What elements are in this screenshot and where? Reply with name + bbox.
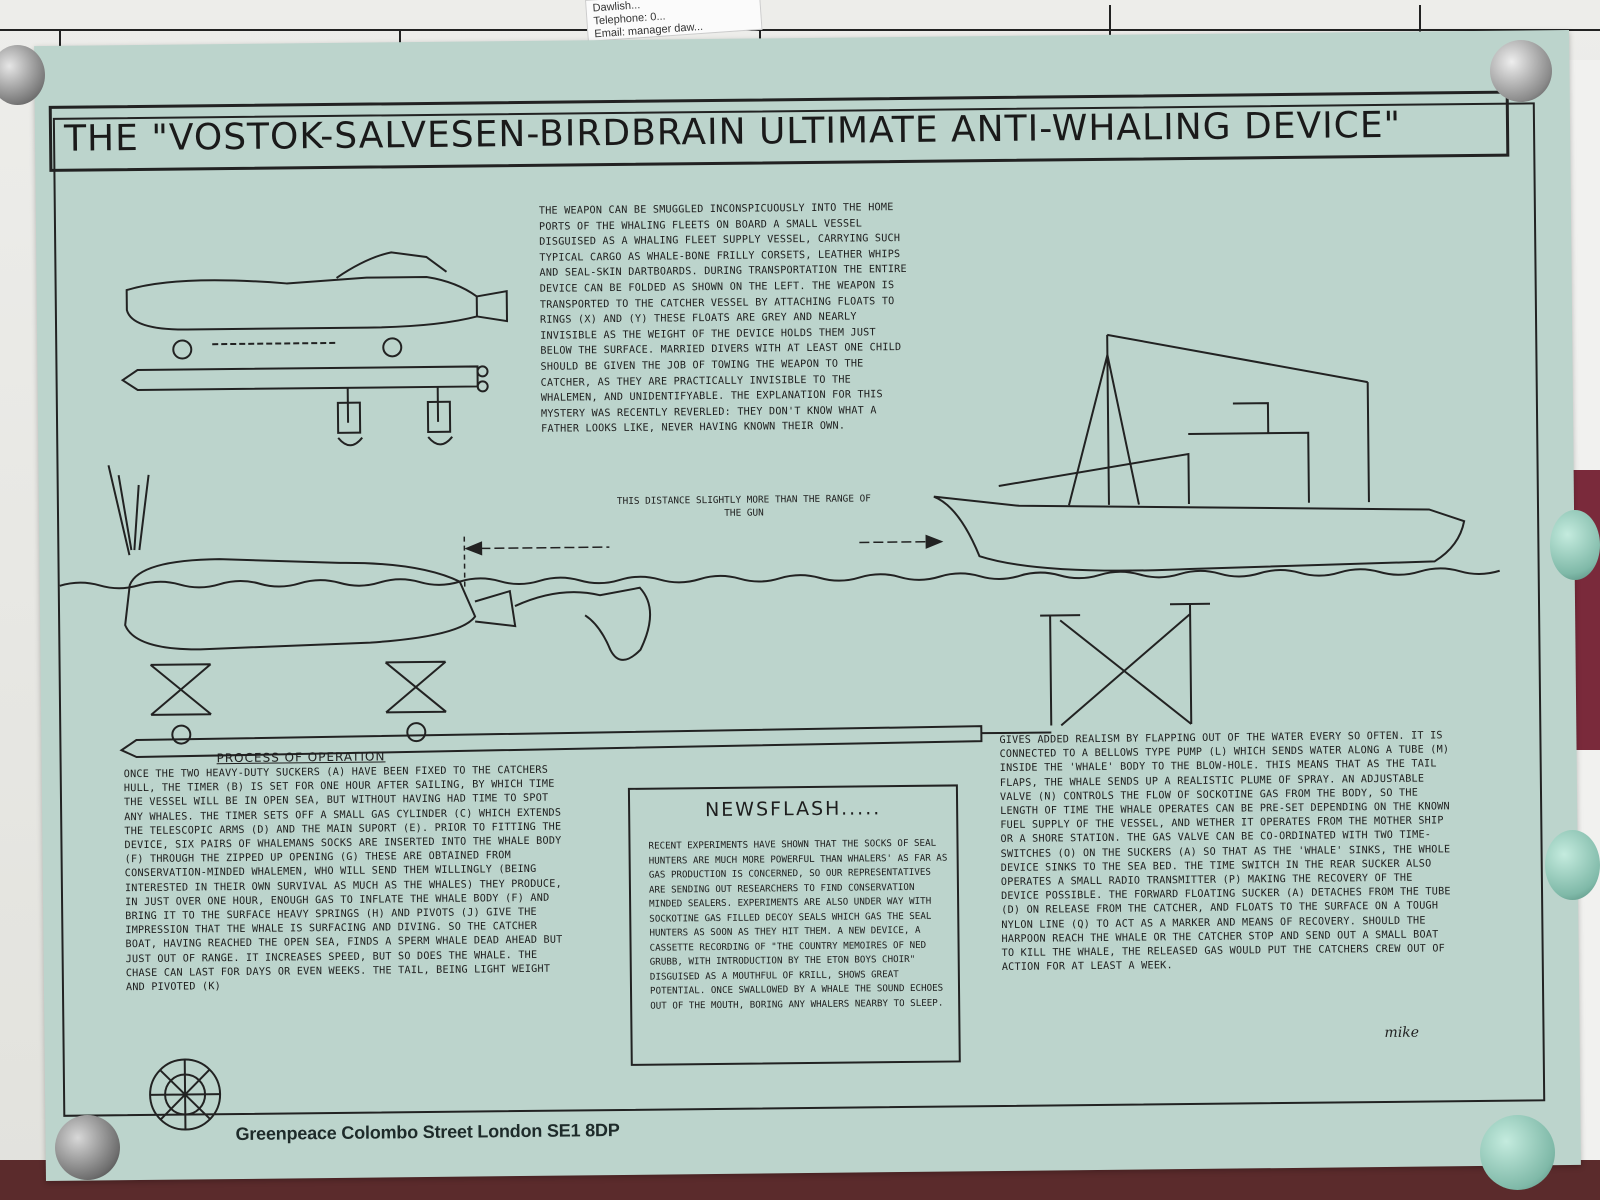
right-column-text: gives added realism by flapping out of t… [999,730,1451,974]
newsflash-box: NEWSFLASH..... Recent experiments have s… [627,784,961,1066]
magnet-pin-icon [1545,830,1600,900]
device-illustration [59,251,1500,1131]
magnet-pin-icon [1490,40,1552,102]
greenpeace-logo-icon [149,1058,222,1131]
distance-label: This distance slightly more than the ran… [616,493,871,519]
newsflash-title: NEWSFLASH..... [704,797,882,822]
newsflash-text: Recent experiments have shown that the s… [648,837,948,1012]
magnet-pin-icon [1550,510,1600,580]
magnet-pin-icon [1480,1115,1555,1190]
poster: THE "VOSTOK-SALVESEN-BIRDBRAIN ULTIMATE … [34,29,1581,1182]
process-heading: PROCESS OF OPERATION [216,749,386,766]
magnet-pin-icon [55,1115,120,1180]
signature: mike [1384,1024,1420,1041]
magnet-pin-icon [0,45,45,105]
process-text: Once the two heavy-duty suckers (A) have… [123,764,563,994]
footer-address: Greenpeace Colombo Street London SE1 8DP [235,1119,620,1145]
